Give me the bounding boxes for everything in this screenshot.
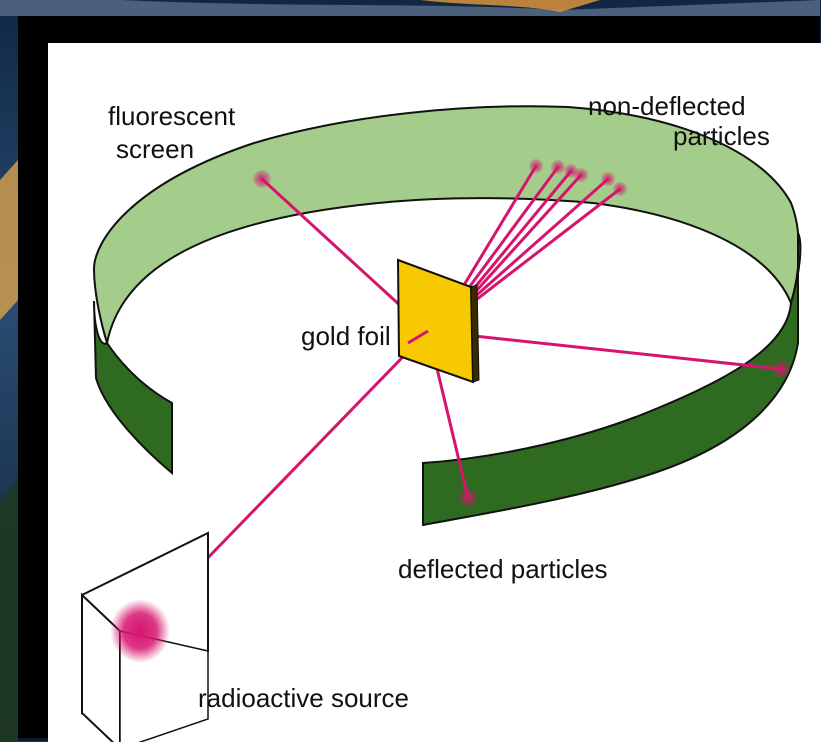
label-fluorescent-screen-line2: screen	[116, 134, 194, 164]
beam-straight-6	[472, 189, 620, 303]
diagram-frame: fluorescent screen non-deflected particl…	[18, 16, 820, 738]
label-radioactive-source: radioactive source	[198, 683, 409, 713]
rutherford-gold-foil-diagram: fluorescent screen non-deflected particl…	[48, 43, 821, 742]
label-fluorescent-screen-line1: fluorescent	[108, 101, 236, 131]
screen-outer-right	[423, 233, 800, 525]
label-gold-foil: gold foil	[301, 321, 391, 351]
particle-paths	[166, 166, 781, 601]
label-non-deflected-line2: particles	[673, 121, 770, 151]
label-non-deflected-line1: non-deflected	[588, 91, 746, 121]
diagram-panel: fluorescent screen non-deflected particl…	[48, 43, 821, 742]
beam-deflected-right	[428, 331, 781, 369]
label-deflected-particles: deflected particles	[398, 554, 608, 584]
radioactive-glow	[110, 599, 170, 663]
